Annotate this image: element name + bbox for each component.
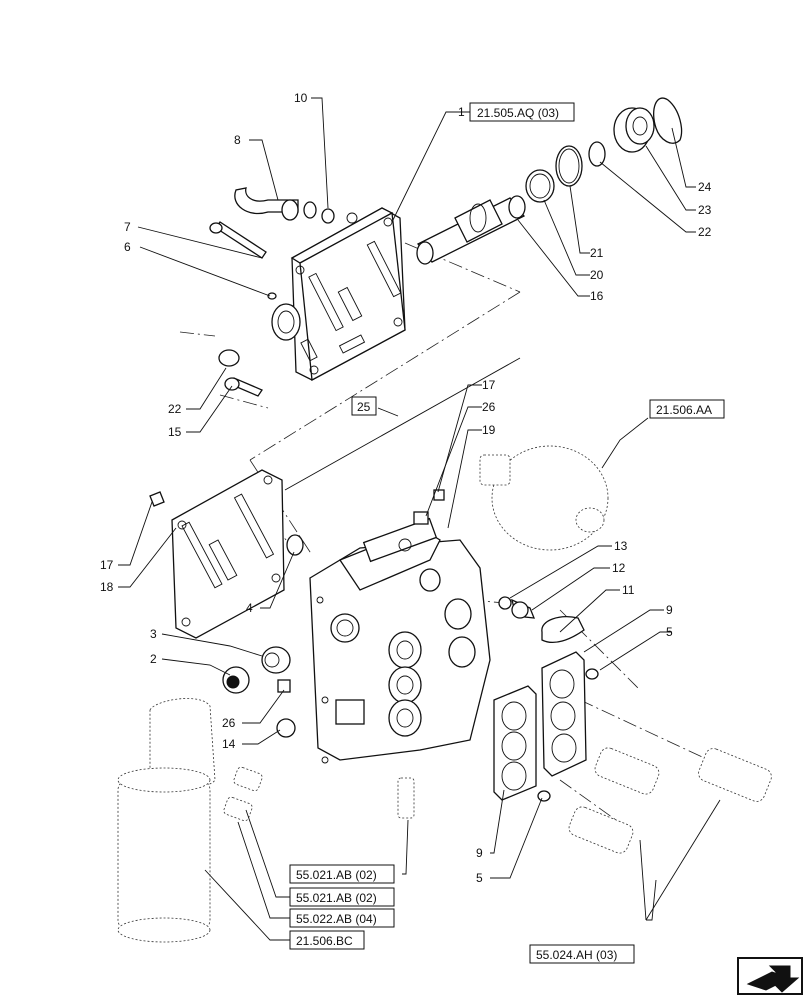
callout-13: 13 (614, 539, 628, 553)
callout-11: 11 (622, 583, 635, 597)
ref-21505AQ-label: 21.505.AQ (03) (477, 106, 559, 120)
callout-numbers: 1 2 3 4 5 5 6 7 8 9 9 10 11 12 13 14 15 … (100, 91, 712, 885)
callout-9-upper: 9 (666, 603, 673, 617)
callout-5-upper: 5 (666, 625, 673, 639)
washer-20 (525, 169, 555, 203)
ref-21506BC-label: 21.506.BC (296, 934, 353, 948)
ref-box-55021AB-2[interactable]: 55.021.AB (02) (289, 887, 395, 907)
callout-7: 7 (124, 220, 131, 234)
ref-box-55024AH[interactable]: 55.024.AH (03) (529, 944, 635, 964)
callout-4: 4 (246, 601, 253, 615)
callout-22-left: 22 (168, 402, 182, 416)
fitting-8 (234, 187, 317, 221)
callout-14: 14 (222, 737, 236, 751)
sensors-dotted (223, 766, 415, 822)
callout-26-low: 26 (222, 716, 236, 730)
oring-4 (286, 534, 304, 556)
ref-21506AA-label: 21.506.AA (656, 403, 712, 417)
callout-10: 10 (294, 91, 308, 105)
bolt-7 (209, 221, 267, 259)
ref-55021AB-1-label: 55.021.AB (02) (296, 868, 377, 882)
ref-box-21506AA[interactable]: 21.506.AA (649, 399, 725, 419)
callout-25-box: 25 (351, 396, 377, 416)
screw-5-lower (537, 790, 551, 802)
callout-9-lower: 9 (476, 846, 483, 860)
oring-13 (498, 596, 512, 610)
callout-17-left: 17 (100, 558, 114, 572)
ref-box-55021AB-1[interactable]: 55.021.AB (02) (289, 864, 395, 884)
callout-19: 19 (482, 423, 496, 437)
callout-1: 1 (458, 105, 465, 119)
spool-16 (416, 195, 526, 265)
filter-dotted (117, 698, 216, 943)
oring-10 (321, 208, 335, 224)
oring-22-right (588, 141, 606, 167)
oring-21 (555, 145, 583, 187)
leader-lines (118, 97, 721, 941)
callout-23: 23 (698, 203, 712, 217)
callout-21: 21 (590, 246, 604, 260)
main-valve-body (309, 517, 491, 764)
upper-cover-plate (271, 207, 406, 382)
adapter-12 (511, 598, 536, 619)
seal-23 (613, 107, 655, 153)
ref-box-21505AQ[interactable]: 21.505.AQ (03) (469, 102, 575, 122)
ref-55022AB-label: 55.022.AB (04) (296, 912, 377, 926)
callout-26-body: 26 (482, 400, 496, 414)
small-oring-6 (267, 292, 277, 300)
page-arrow-icon[interactable] (737, 957, 803, 995)
plug-2 (222, 666, 250, 694)
callout-15: 15 (168, 425, 182, 439)
callout-5-lower: 5 (476, 871, 483, 885)
ref-box-55022AB[interactable]: 55.022.AB (04) (289, 908, 395, 928)
snap-ring-24 (653, 97, 683, 144)
reference-boxes: 21.505.AQ (03) 21.506.AA 55.021.AB (02) … (289, 102, 725, 964)
ref-55021AB-2-label: 55.021.AB (02) (296, 891, 377, 905)
ref-box-21506BC[interactable]: 21.506.BC (289, 930, 365, 950)
callout-20: 20 (590, 268, 604, 282)
callout-22-right: 22 (698, 225, 712, 239)
nut-3 (261, 646, 291, 674)
plug-26-top (413, 511, 429, 525)
callout-3: 3 (150, 627, 157, 641)
gasket-9-upper (541, 651, 587, 777)
bolt-15 (224, 377, 263, 397)
callout-18: 18 (100, 580, 114, 594)
screw-5-upper (585, 668, 599, 680)
accumulator-dotted (479, 445, 609, 551)
pin-17-left (149, 491, 165, 507)
section-25-line (284, 357, 521, 491)
callout-6: 6 (124, 240, 131, 254)
plug-26-low (277, 679, 291, 693)
callout-17-body: 17 (482, 378, 496, 392)
gasket-9-lower (493, 685, 537, 801)
callout-12: 12 (612, 561, 626, 575)
callout-24: 24 (698, 180, 712, 194)
callout-2: 2 (150, 652, 157, 666)
ref-55024AH-label: 55.024.AH (03) (536, 948, 617, 962)
oring-22-left (218, 349, 240, 367)
callout-16: 16 (590, 289, 604, 303)
callout-25: 25 (357, 400, 371, 414)
plug-14 (276, 718, 296, 738)
solenoids-dotted (568, 747, 772, 854)
gasket-18 (171, 469, 285, 639)
callout-8: 8 (234, 133, 241, 147)
